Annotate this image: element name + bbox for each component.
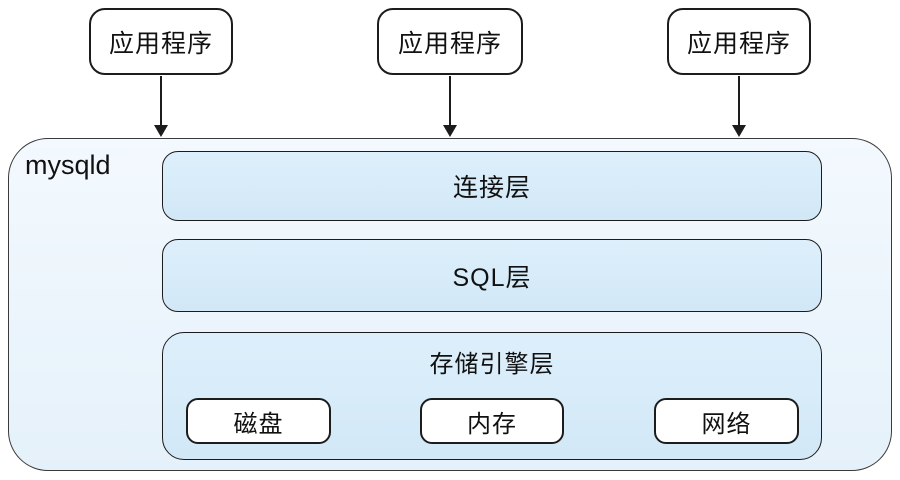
- engine-disk-box: 磁盘: [186, 398, 331, 444]
- engine-network-box: 网络: [654, 398, 799, 444]
- layer-connection: 连接层: [162, 151, 822, 221]
- engine-network-label: 网络: [701, 410, 752, 438]
- engine-disk-label: 磁盘: [233, 410, 284, 438]
- arrow-shaft: [738, 76, 740, 126]
- layer-storage-engine: 存储引擎层 磁盘 内存 网络: [162, 332, 822, 460]
- layer-connection-label: 连接层: [452, 174, 531, 202]
- layer-sql: SQL层: [162, 239, 822, 312]
- arrow-down-icon: [442, 76, 458, 137]
- layer-sql-label: SQL层: [452, 263, 532, 292]
- arrow-head: [443, 125, 457, 137]
- client-app-label: 应用程序: [397, 29, 502, 58]
- client-app-box-2: 应用程序: [377, 8, 523, 75]
- client-app-box-1: 应用程序: [89, 8, 233, 75]
- arrow-shaft: [449, 76, 451, 126]
- engine-memory-label: 内存: [467, 410, 517, 438]
- arrow-shaft: [160, 76, 162, 126]
- mysqld-label: mysqld: [25, 150, 111, 180]
- client-app-box-3: 应用程序: [667, 8, 811, 75]
- arrow-down-icon: [731, 76, 747, 137]
- layer-storage-engine-label: 存储引擎层: [429, 351, 555, 378]
- client-app-label: 应用程序: [686, 29, 791, 58]
- arrow-head: [154, 125, 168, 137]
- arrow-head: [732, 125, 746, 137]
- arrow-down-icon: [153, 76, 169, 137]
- client-app-label: 应用程序: [108, 29, 213, 58]
- engine-memory-box: 内存: [420, 398, 564, 444]
